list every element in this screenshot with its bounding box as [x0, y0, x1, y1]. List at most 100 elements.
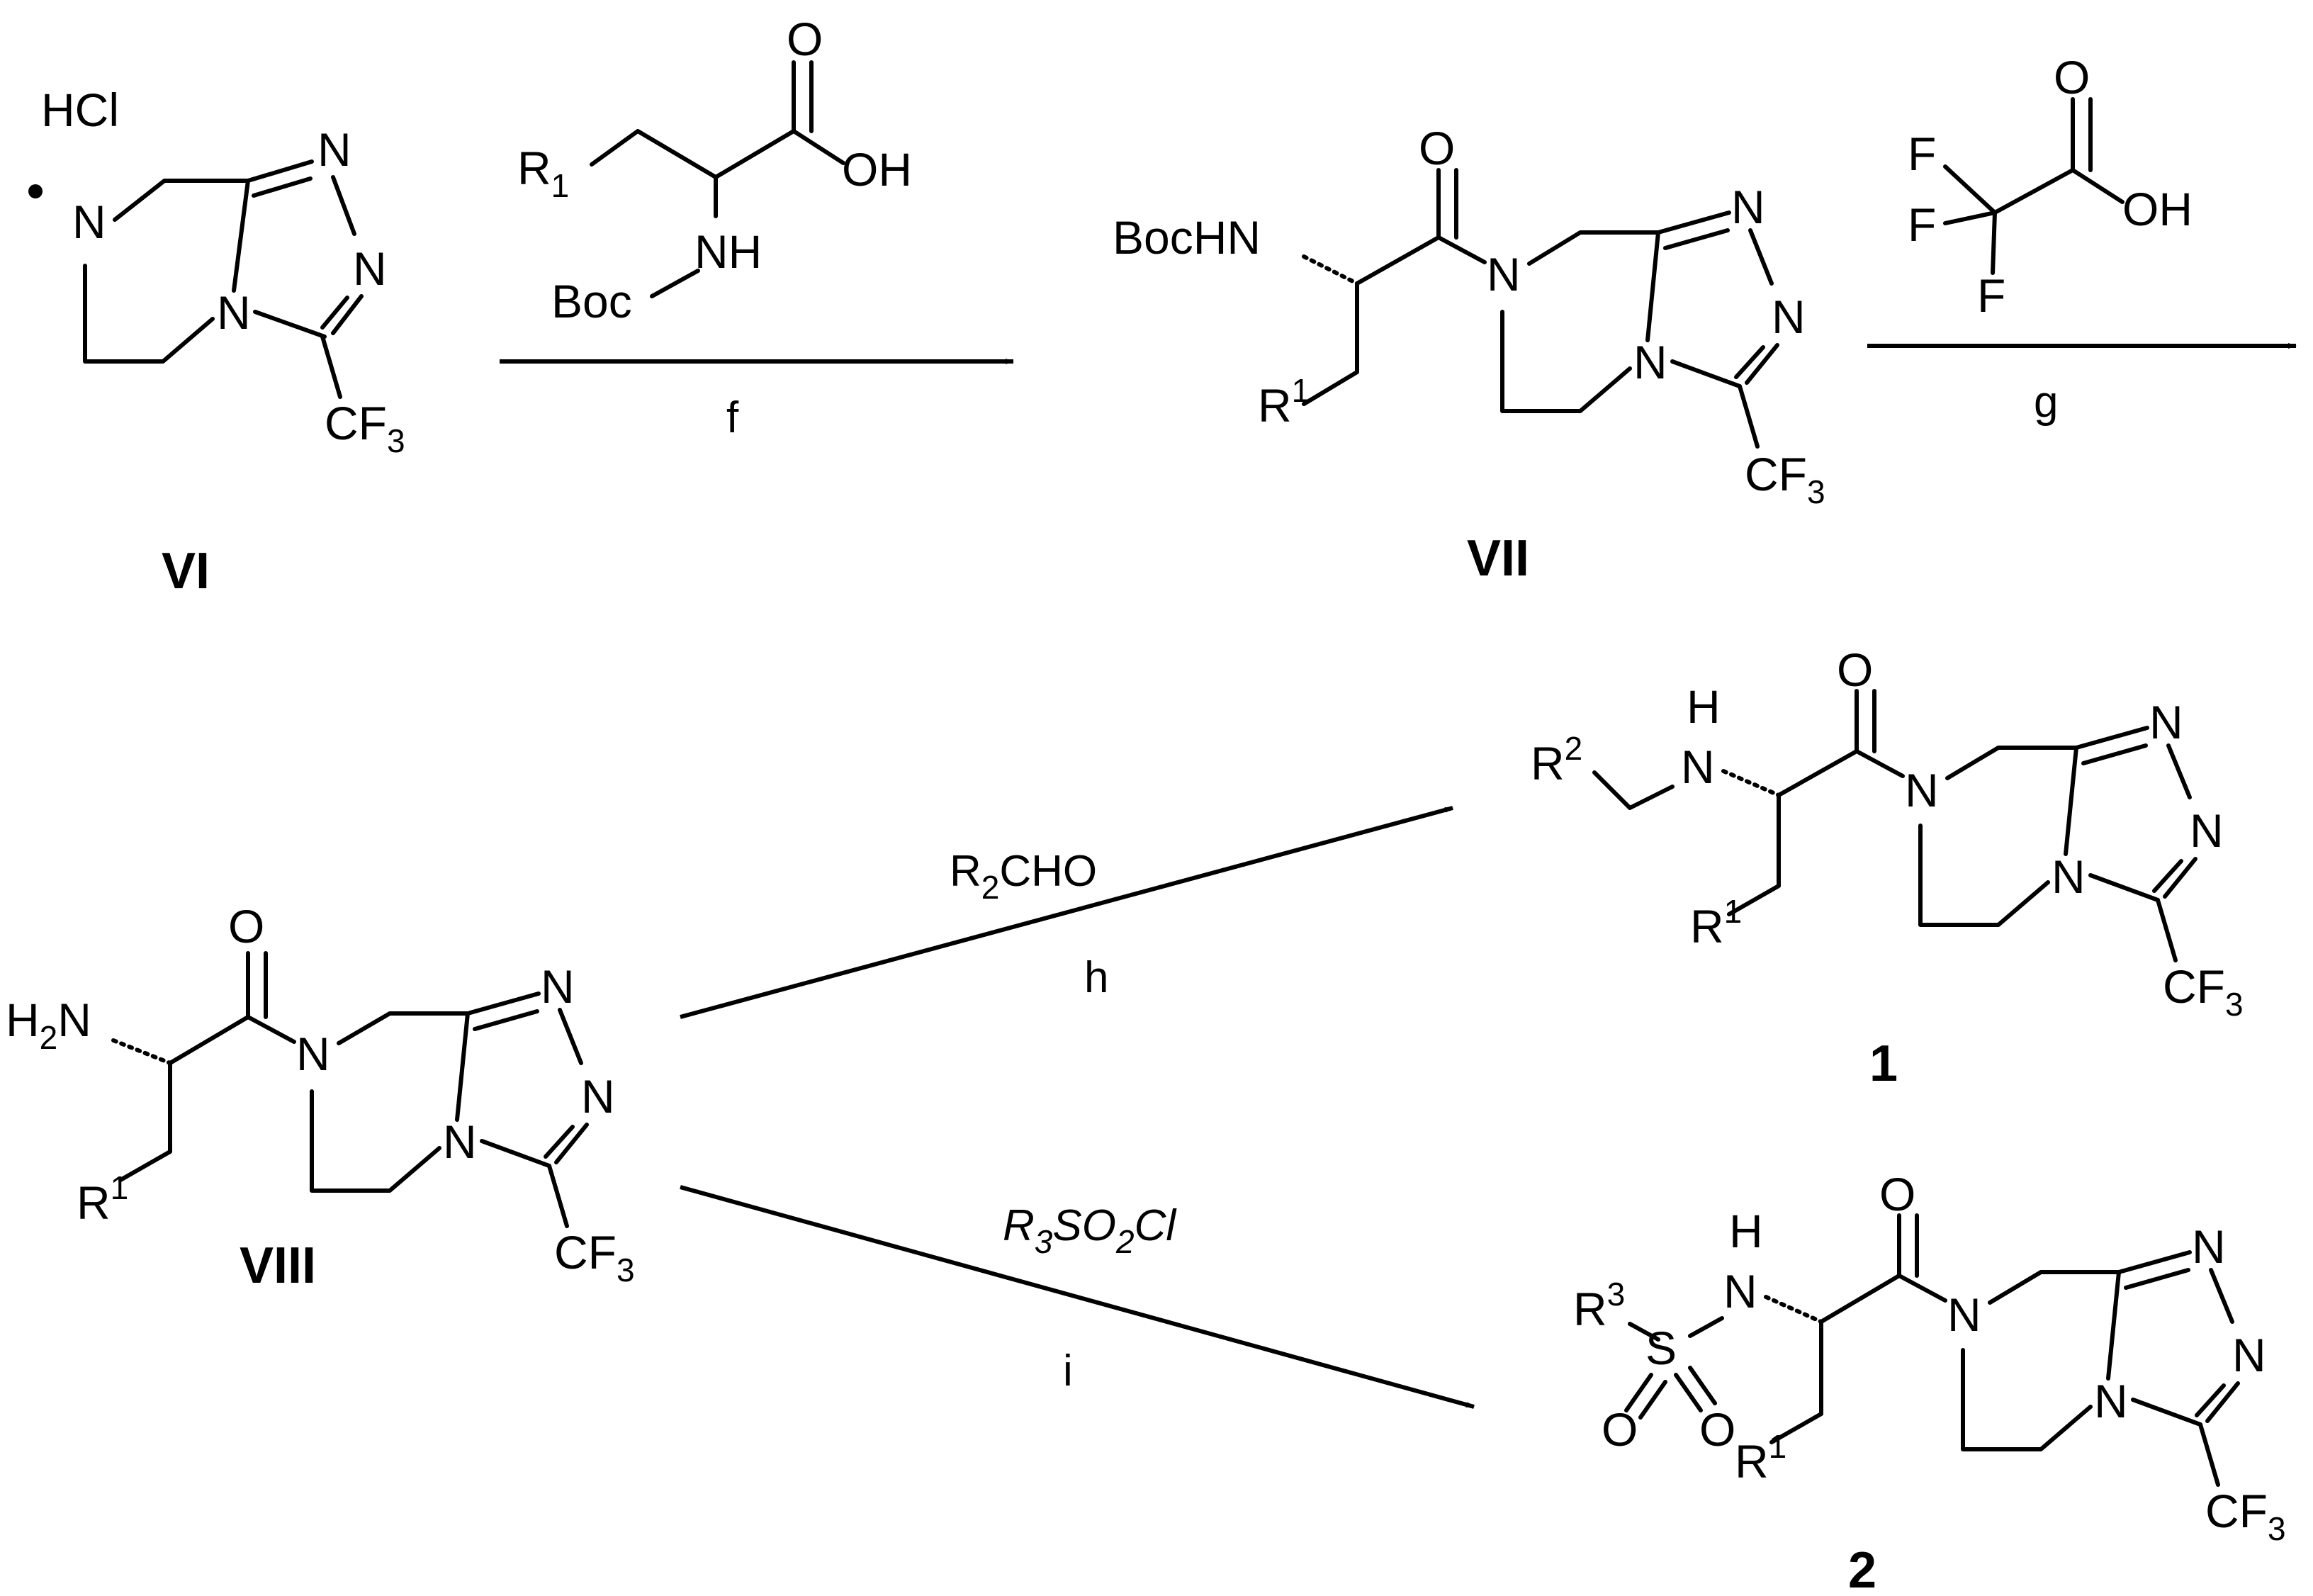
compound-label-1: 1	[1869, 1035, 1898, 1092]
arrow-g: g	[1867, 343, 2297, 427]
bond	[792, 129, 845, 165]
bond	[1991, 210, 1997, 275]
reagent-f-structure: R1 O OH NH Boc	[517, 13, 912, 327]
h2n-text: H2N	[6, 994, 91, 1056]
atom-O: O	[228, 900, 264, 952]
bond	[337, 1011, 470, 1045]
bond	[1988, 1270, 2121, 1305]
atom-R: R1	[77, 1169, 128, 1229]
bond	[2106, 1270, 2121, 1381]
compound-label-2: 2	[1848, 1542, 1876, 1596]
atom-N: N	[2190, 804, 2224, 857]
atom-R: R2	[1531, 730, 1582, 789]
reagent-h: R2CHO	[950, 847, 1097, 906]
bond	[168, 1015, 250, 1065]
bond	[558, 1008, 583, 1065]
bond	[1628, 1322, 1660, 1342]
bond	[2124, 1268, 2190, 1290]
bond	[547, 1164, 569, 1228]
arrow-i: R3SO2Cl i	[680, 1185, 1475, 1409]
compound-1: R2 H N O N R1 N N N CF3 1	[1531, 644, 2244, 1092]
bond	[320, 335, 342, 399]
boc-text: Boc	[551, 275, 632, 327]
atom-O: O	[1837, 644, 1873, 696]
atom-N: N	[353, 242, 387, 295]
bond	[331, 294, 364, 335]
bond	[2081, 743, 2148, 765]
bond	[1436, 235, 1487, 264]
atom-N: N	[1947, 1288, 1981, 1341]
bond	[320, 296, 349, 330]
bond	[1764, 1295, 1823, 1324]
bond	[2198, 1422, 2220, 1487]
bond	[118, 1061, 172, 1182]
atom-R: R1	[517, 142, 569, 204]
step-label-f: f	[726, 393, 739, 442]
atom-OH: OH	[842, 143, 912, 196]
bochn-text: BocHN	[1113, 211, 1261, 264]
bond	[2195, 1383, 2226, 1417]
atom-N: N	[2094, 1375, 2128, 1427]
bond	[1918, 824, 2050, 927]
bond	[1727, 793, 1781, 916]
bond	[2131, 1398, 2202, 1427]
arrow-line	[680, 806, 1453, 1019]
atom-F: F	[1908, 198, 1936, 251]
bond	[1663, 228, 1730, 250]
bond	[2152, 859, 2183, 893]
bond	[1302, 281, 1359, 406]
cf3-text: CF3	[554, 1226, 635, 1288]
bond	[253, 310, 327, 339]
atom-N: N	[1772, 291, 1806, 343]
arrow-h: R2CHO h	[680, 806, 1453, 1019]
atom-N: N	[2232, 1329, 2266, 1381]
bond	[232, 179, 250, 293]
cf3-text: CF3	[2205, 1485, 2286, 1547]
step-label-g: g	[2034, 378, 2058, 427]
bond	[2117, 1250, 2192, 1274]
bond	[2205, 1381, 2240, 1423]
bond	[1500, 310, 1632, 413]
bond	[1638, 1380, 1667, 1420]
bond	[1819, 1274, 1901, 1324]
bond	[83, 264, 215, 364]
cf3-text: CF3	[325, 397, 405, 459]
bond	[1734, 345, 1765, 379]
atom-O: O	[1419, 122, 1455, 174]
bond	[2064, 746, 2078, 856]
bond	[2071, 168, 2125, 204]
bond	[1670, 359, 1742, 388]
step-label-h: h	[1084, 953, 1108, 1002]
atom-N: N	[581, 1070, 615, 1123]
bond	[1769, 1320, 1823, 1444]
atom-N: N	[1681, 741, 1715, 793]
compound-label-VII: VII	[1467, 530, 1529, 587]
step-label-i: i	[1063, 1347, 1073, 1395]
atom-OH: OH	[2122, 183, 2193, 235]
atom-N: N	[541, 960, 575, 1013]
reagent-g-structure: F F F O OH	[1908, 51, 2193, 322]
bond	[1645, 230, 1660, 342]
bond	[331, 175, 356, 236]
bond	[1961, 1348, 2093, 1451]
hcl-text: HCl	[41, 84, 119, 136]
bond	[1592, 770, 1675, 810]
atom-N: N	[1723, 1265, 1757, 1317]
atom-N: N	[1633, 336, 1667, 388]
bond	[554, 1123, 589, 1164]
atom-O: O	[1879, 1168, 1915, 1220]
cf3-text: CF3	[2163, 960, 2244, 1023]
bond	[1721, 769, 1781, 797]
bond	[455, 1011, 470, 1122]
bond	[1688, 1316, 1724, 1338]
bond	[650, 269, 700, 298]
compound-label-VIII: VIII	[240, 1237, 316, 1294]
atom-O: O	[2054, 51, 2090, 103]
atom-N: N	[1731, 181, 1765, 233]
atom-NH: NH	[694, 225, 762, 278]
compound-VII: BocHN O N R1 N N N CF3 VII	[1113, 122, 1825, 587]
bond	[1738, 384, 1760, 449]
bond	[1302, 254, 1359, 286]
bond	[1748, 228, 1774, 286]
